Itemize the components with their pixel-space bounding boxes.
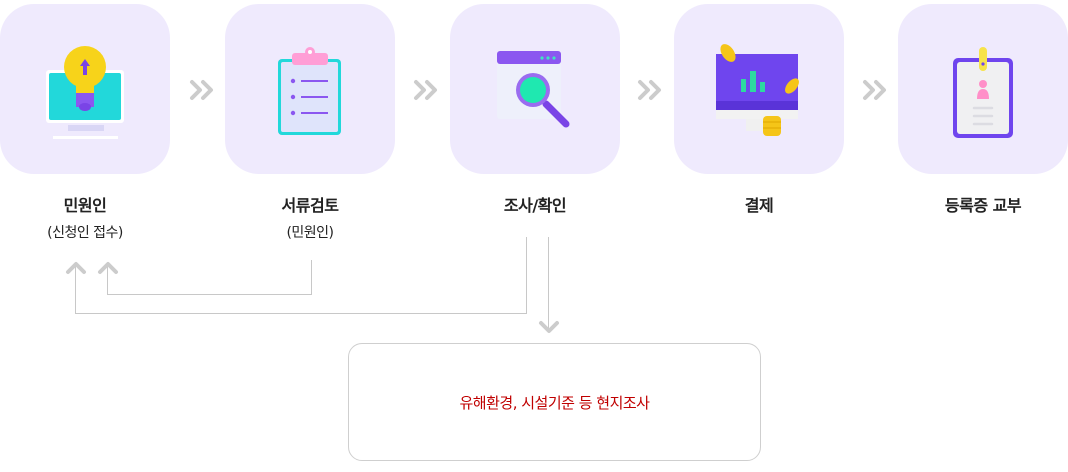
step-card-4 xyxy=(674,4,844,174)
field-inspection-text: 유해환경, 시설기준 등 현지조사 xyxy=(459,393,650,412)
step-card-5 xyxy=(898,4,1068,174)
connector-line xyxy=(75,313,527,314)
clipboard-icon xyxy=(278,47,341,135)
connector-line xyxy=(107,294,312,295)
step-sub-2: (민원인) xyxy=(286,225,334,241)
step-title-5: 등록증 교부 xyxy=(944,196,1022,215)
lightbulb-monitor-icon xyxy=(46,46,124,139)
chevron-right-icon xyxy=(863,80,886,100)
step-card-3 xyxy=(450,4,620,174)
step-card-1 xyxy=(0,4,170,174)
step-sub-1: (신청인 접수) xyxy=(47,225,123,241)
step-title-2: 서류검토 xyxy=(281,196,339,215)
step-title-3: 조사/확인 xyxy=(503,196,567,215)
connector-line xyxy=(311,260,312,295)
chevron-right-icon xyxy=(190,80,213,100)
step-title-1: 민원인 xyxy=(63,196,107,215)
connector-line xyxy=(107,266,108,295)
payment-monitor-icon xyxy=(716,44,799,136)
id-badge-icon xyxy=(953,47,1013,138)
chevron-right-icon xyxy=(638,80,661,100)
arrow-up-icon xyxy=(98,262,118,274)
step-title-4: 결제 xyxy=(744,196,774,215)
magnifier-browser-icon xyxy=(497,51,570,128)
step-card-2 xyxy=(225,4,395,174)
field-inspection-box: 유해환경, 시설기준 등 현지조사 xyxy=(348,343,761,461)
chevron-right-icon xyxy=(414,80,437,100)
arrow-down-icon xyxy=(539,321,559,333)
connector-line xyxy=(75,266,76,314)
arrow-up-icon xyxy=(66,262,86,274)
connector-line xyxy=(526,237,527,314)
connector-line xyxy=(548,237,549,329)
